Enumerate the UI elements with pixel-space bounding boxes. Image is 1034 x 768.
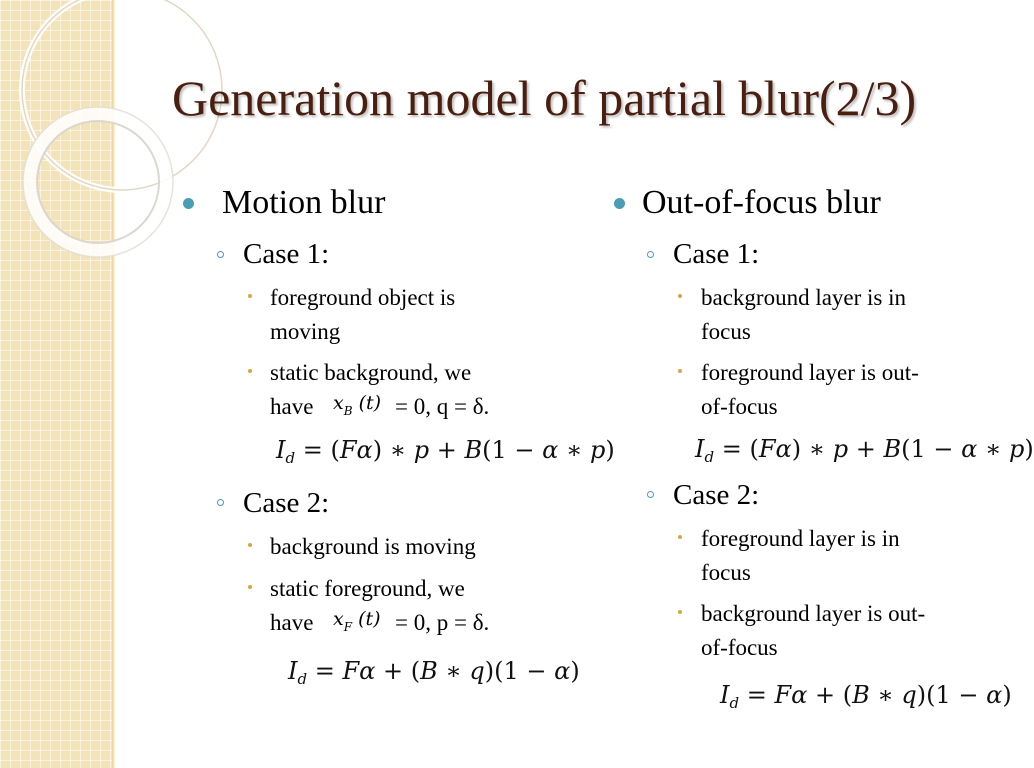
slide-title: Generation model of partial blur(2/3) (172, 70, 917, 126)
equation-variable: I (288, 657, 298, 685)
equation-subscript: d (729, 694, 740, 712)
side-panel-edge (112, 0, 115, 768)
right-case1-item2-line1: foreground layer is out- (701, 360, 919, 385)
right-case2-item1-line2: focus (701, 560, 751, 585)
equation-variable: q (901, 681, 917, 709)
equation-variable: α (775, 435, 792, 463)
equation-text: Id = Fα + (B ∗ q)(1 − α) (288, 657, 580, 688)
formula-arg: (t) (358, 392, 382, 414)
equation-variable: α (986, 681, 1003, 709)
right-case1-item2-line2: of-focus (701, 394, 778, 419)
left-case1-item2-have: have (270, 394, 314, 419)
left-case2-item2-rest: = 0, p = δ. (395, 610, 490, 635)
equation-variable: α (542, 436, 559, 464)
left-case1-item2-rest: = 0, q = δ. (395, 394, 490, 419)
equation-variable: I (720, 681, 730, 709)
left-case2-item2-line1: static foreground, we (270, 576, 465, 601)
bullet-level2-icon (217, 251, 224, 258)
right-heading: Out-of-focus blur (642, 184, 881, 221)
left-heading: Motion blur (222, 184, 386, 221)
left-case2-item1-line1: background is moving (270, 534, 476, 559)
equation-variable: B (420, 657, 438, 685)
equation-variable: F (339, 436, 357, 464)
right-case2-label: Case 2: (673, 479, 760, 511)
left-case2-item2-have: have (270, 610, 314, 635)
formula-sub: F (343, 620, 353, 634)
right-case2-item2-line1: background layer is out- (701, 601, 926, 626)
formula-arg: (t) (358, 608, 381, 630)
equation-variable: B (852, 681, 870, 709)
bullet-level2-icon (647, 251, 654, 258)
right-case2-item2-line2: of-focus (701, 635, 778, 660)
equation-variable: F (774, 681, 792, 709)
left-case1-item1-line2: moving (270, 319, 341, 344)
right-case1-item1-line1: background layer is in (701, 285, 907, 310)
formula-var: x (333, 608, 344, 630)
right-case1-item1-line2: focus (701, 319, 751, 344)
right-case1-equation: Id = (Fα) ∗ p + B(1 − α ∗ p) (695, 434, 1034, 472)
equation-variable: p (1008, 435, 1025, 463)
right-case1-label: Case 1: (673, 238, 760, 270)
equation-variable: I (276, 436, 286, 464)
bullet-level1-icon (614, 198, 625, 209)
bullet-level3-icon (678, 535, 682, 539)
bullet-level3-icon (678, 610, 682, 614)
equation-variable: α (356, 436, 373, 464)
equation-subscript: d (704, 448, 715, 466)
equation-variable: α (961, 435, 978, 463)
equation-text: Id = Fα + (B ∗ q)(1 − α) (720, 681, 1012, 712)
equation-variable: F (342, 657, 360, 685)
equation-variable: F (758, 435, 776, 463)
decorative-circles (19, 0, 225, 258)
bullet-level3-icon (248, 543, 252, 547)
bullet-level3-icon (248, 294, 252, 298)
equation-variable: q (469, 657, 485, 685)
equation-subscript: d (285, 449, 296, 467)
bullet-level3-icon (248, 369, 252, 373)
left-case1-inline-formula: xB (t) (333, 392, 381, 422)
equation-variable: I (695, 435, 705, 463)
bullet-level3-icon (678, 369, 682, 373)
left-case2-label: Case 2: (243, 487, 330, 519)
bullet-level2-icon (217, 499, 224, 506)
bullet-level3-icon (678, 294, 682, 298)
left-case1-item2-line1: static background, we (270, 360, 472, 385)
left-case2-inline-formula: xF (t) (333, 608, 381, 638)
equation-variable: α (554, 657, 571, 685)
equation-variable: B (883, 435, 902, 463)
formula-var: x (333, 392, 344, 414)
right-case2-equation: Id = Fα + (B ∗ q)(1 − α) (720, 680, 1012, 718)
left-case1-item1-line1: foreground object is (270, 285, 456, 310)
equation-text: Id = (Fα) ∗ p + B(1 − α ∗ p) (695, 435, 1034, 466)
left-case2-equation: Id = Fα + (B ∗ q)(1 − α) (288, 656, 580, 694)
equation-subscript: d (297, 670, 308, 688)
equation-variable: p (413, 436, 430, 464)
left-case1-equation: Id = (Fα) ∗ p + B(1 − α ∗ p) (276, 435, 615, 473)
equation-variable: p (832, 435, 849, 463)
right-case2-item1-line1: foreground layer is in (701, 526, 900, 551)
equation-variable: p (589, 436, 606, 464)
bullet-level2-icon (647, 491, 654, 498)
equation-variable: B (464, 436, 483, 464)
bullet-level3-icon (248, 585, 252, 589)
bullet-level1-icon (183, 198, 194, 209)
equation-variable: α (359, 657, 376, 685)
left-case1-label: Case 1: (243, 238, 330, 270)
formula-sub: B (343, 404, 353, 418)
equation-text: Id = (Fα) ∗ p + B(1 − α ∗ p) (276, 436, 615, 467)
equation-variable: α (791, 681, 808, 709)
